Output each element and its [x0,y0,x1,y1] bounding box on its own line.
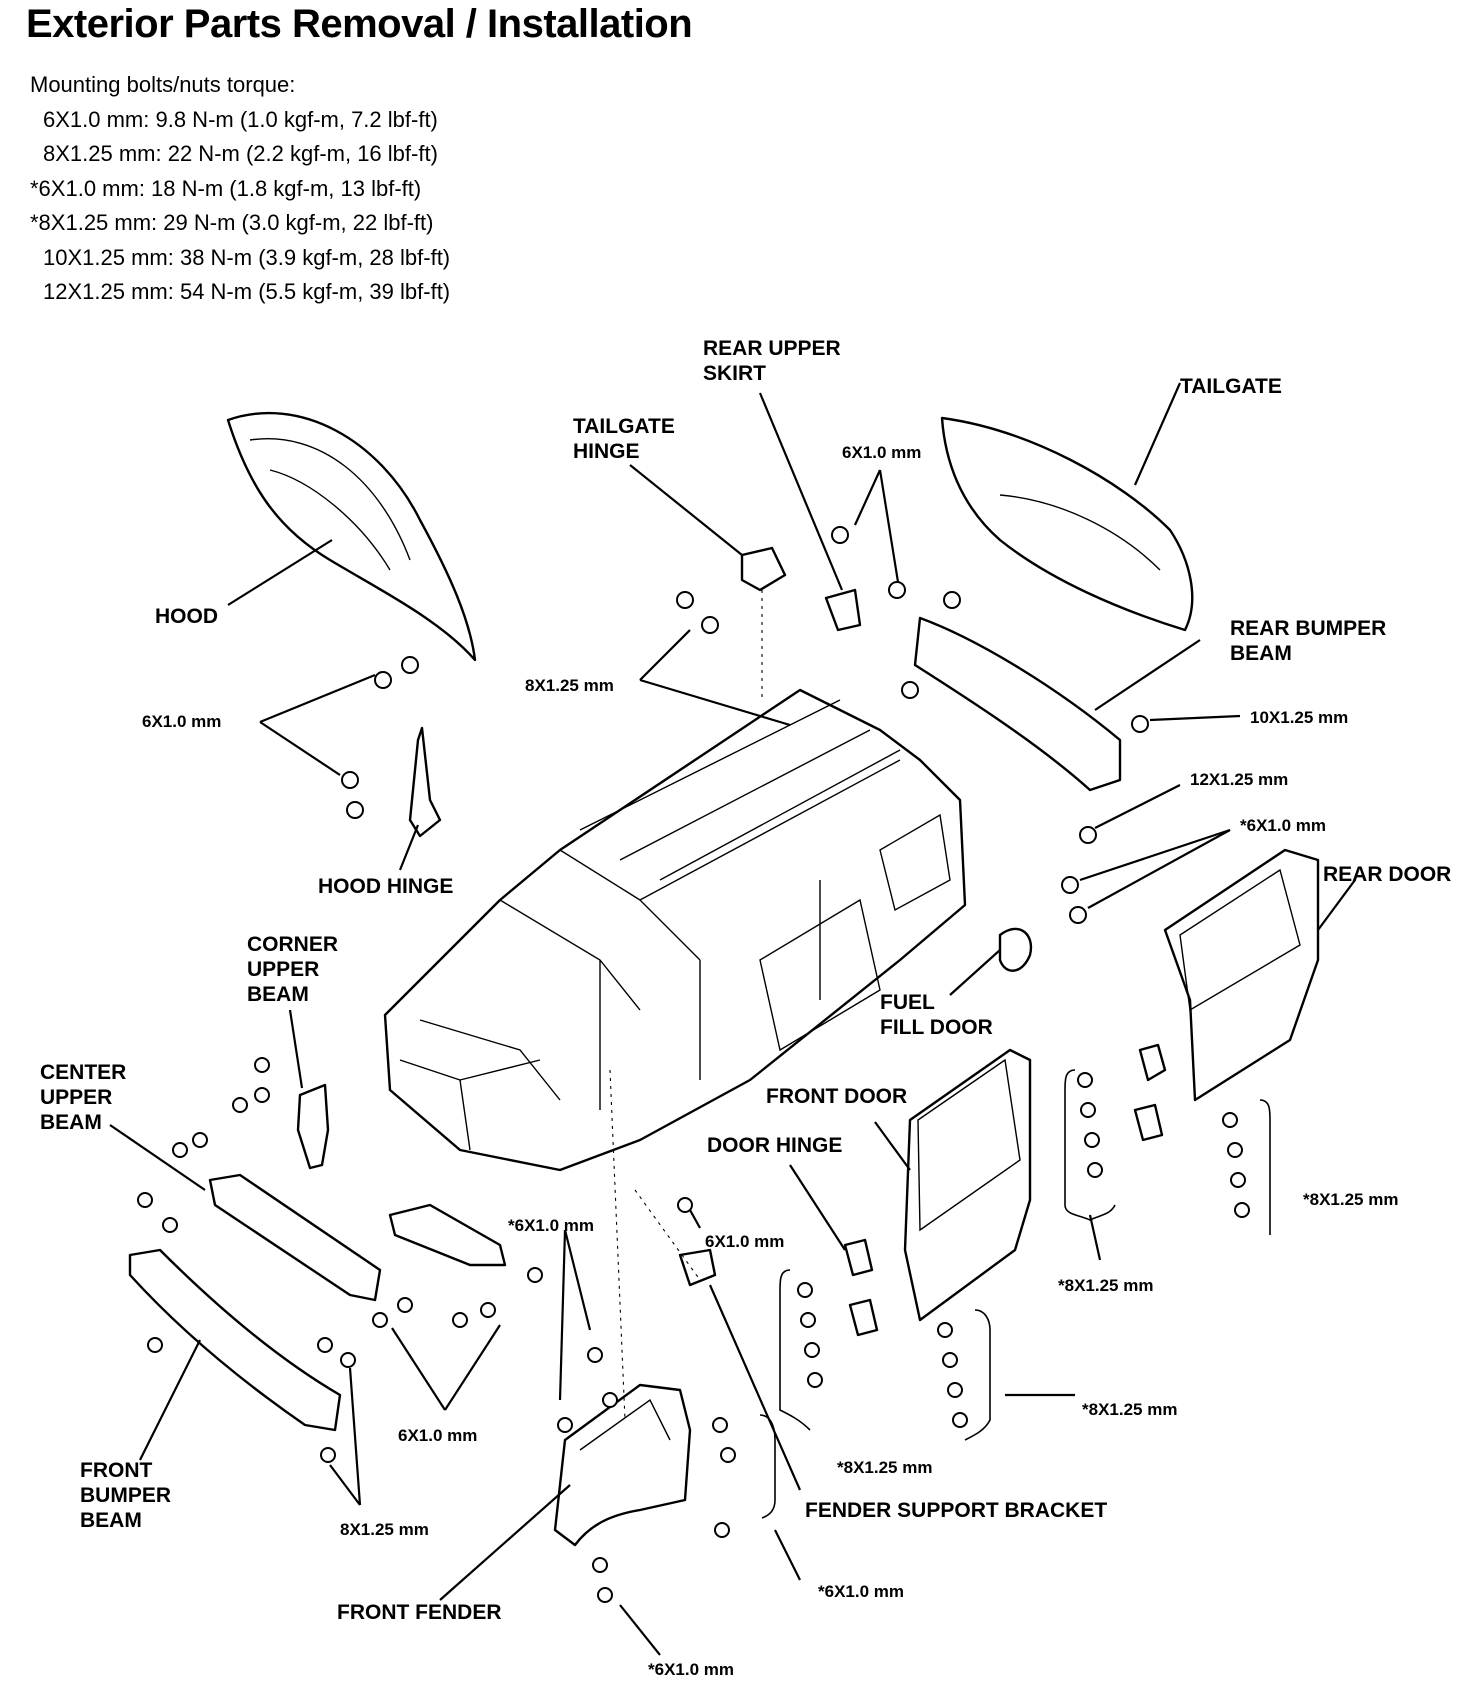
size-rear-door-bolts: *6X1.0 mm [1240,816,1326,835]
rear-door-drawing [1163,848,1320,1102]
label-rear-door: REAR DOOR [1323,863,1452,886]
tailgate-hinge-drawing [740,546,787,592]
size-rear-hinge-body-bolts: *8X1.25 mm [1058,1276,1154,1295]
size-bracket-bolts: 6X1.0 mm [705,1232,785,1251]
front-fender-drawing [553,1383,692,1547]
hood-hinge-drawing [408,726,442,838]
label-rear-upper-skirt: REAR UPPER SKIRT [703,337,841,385]
fender-inner-drawing [388,1203,507,1267]
front-door-drawing [903,1048,1032,1322]
torque-row: 10X1.25 mm: 38 N-m (3.9 kgf-m, 28 lbf-ft… [43,244,451,270]
rear-bumper-beam-drawing [913,616,1122,792]
label-hood-hinge: HOOD HINGE [318,875,454,898]
size-rear-bumper-nut: 10X1.25 mm [1250,708,1349,727]
vehicle-body-drawing [383,688,967,1172]
door-hinge-drawing [843,1043,1167,1337]
page-title: Exterior Parts Removal / Installation [26,2,693,46]
corner-upper-beam-drawing [296,1083,330,1170]
leader-lines [109,382,1356,1656]
label-front-fender: FRONT FENDER [337,1601,502,1624]
torque-spec-list: Mounting bolts/nuts torque: 6X1.0 mm: 9.… [30,68,450,310]
tailgate-drawing [940,416,1194,632]
label-hood: HOOD [155,605,218,628]
label-fuel-fill-door: FUEL FILL DOOR [880,991,993,1039]
label-rear-bumper-beam: REAR BUMPER BEAM [1230,617,1387,665]
size-fender-lower-bolts: *6X1.0 mm [648,1660,734,1679]
size-beam-bolts: 6X1.0 mm [398,1426,478,1445]
size-rear-hinge-door-bolts: *8X1.25 mm [1303,1190,1399,1209]
torque-row: 8X1.25 mm: 22 N-m (2.2 kgf-m, 16 lbf-ft) [43,141,438,166]
size-tailgate-hinge-bolts: 8X1.25 mm [525,676,614,695]
size-fender-rear-bolts: *6X1.0 mm [818,1582,904,1601]
size-front-bumper-bolts: 8X1.25 mm [340,1520,429,1539]
size-fender-upper-bolts: *6X1.0 mm [508,1216,594,1235]
label-tailgate-hinge: TAILGATE HINGE [573,415,675,463]
grouping-braces [759,1069,1271,1519]
label-door-hinge: DOOR HINGE [707,1134,843,1157]
size-front-hinge-door-bolts: *8X1.25 mm [1082,1400,1178,1419]
torque-row: *8X1.25 mm: 29 N-m (3.0 kgf-m, 22 lbf-ft… [30,210,434,235]
alignment-lines [609,590,763,1421]
label-fender-support-bracket: FENDER SUPPORT BRACKET [805,1499,1108,1522]
label-corner-upper-beam: CORNER UPPER BEAM [247,933,339,1006]
fastener-icons [137,526,1250,1603]
size-skirt-bolts: 6X1.0 mm [842,443,922,462]
fuel-fill-door-drawing [998,927,1033,972]
front-bumper-beam-drawing [128,1248,342,1432]
center-upper-beam-drawing [208,1173,382,1302]
torque-row: 6X1.0 mm: 9.8 N-m (1.0 kgf-m, 7.2 lbf-ft… [43,106,438,132]
fender-support-bracket-drawing [678,1248,717,1287]
hood-drawing [226,411,477,662]
label-front-bumper-beam: FRONT BUMPER BEAM [80,1459,172,1532]
rear-upper-skirt-drawing [824,588,862,632]
label-front-door: FRONT DOOR [766,1085,908,1108]
size-hood-bolts: 6X1.0 mm [142,712,222,731]
label-tailgate: TAILGATE [1180,375,1282,398]
torque-row: *6X1.0 mm: 18 N-m (1.8 kgf-m, 13 lbf-ft) [30,175,422,201]
label-center-upper-beam: CENTER UPPER BEAM [40,1061,127,1134]
size-rear-bumper-bolt: 12X1.25 mm [1190,770,1289,789]
torque-heading: Mounting bolts/nuts torque: [30,72,296,97]
size-front-hinge-body-bolts: *8X1.25 mm [837,1458,933,1477]
torque-row: 12X1.25 mm: 54 N-m (5.5 kgf-m, 39 lbf-ft… [43,279,451,304]
